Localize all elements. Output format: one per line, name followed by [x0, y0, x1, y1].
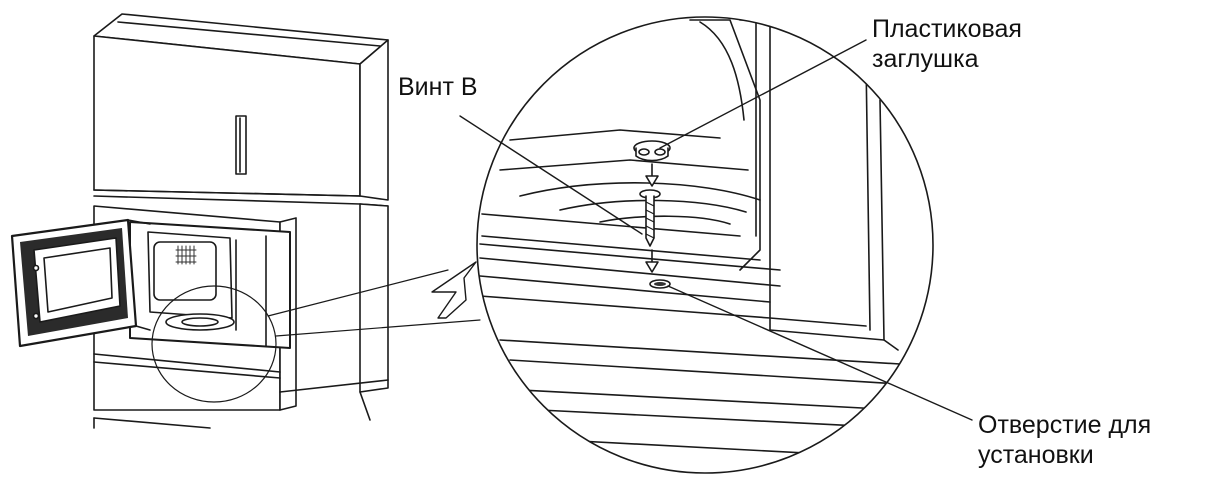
leader-line-plug	[659, 39, 867, 149]
mounting-hole-label: Отверстие для установки	[978, 410, 1151, 470]
leader-line-screw	[459, 115, 643, 235]
mounting-hole-label-line1: Отверстие для	[978, 411, 1152, 439]
plastic-plug-label: Пластиковая заглушка	[872, 14, 1022, 74]
mounting-hole-label-line2: установки	[978, 441, 1094, 469]
screw-b	[639, 189, 661, 247]
plastic-plug	[633, 140, 671, 162]
leader-line-hole	[667, 285, 973, 421]
magnify-arrow-icon	[431, 261, 477, 319]
arrow-down-icon	[645, 249, 659, 273]
screw-b-label: Винт В	[398, 72, 478, 102]
detail-indicator-circle	[151, 285, 277, 403]
plastic-plug-label-line1: Пластиковая	[872, 15, 1022, 43]
kitchen-cabinet	[93, 13, 389, 429]
screw-b-label-text: Винт В	[398, 73, 478, 101]
plastic-plug-label-line2: заглушка	[872, 45, 979, 73]
magnified-detail-view	[476, 16, 934, 474]
microwave-oven	[10, 218, 291, 349]
arrow-down-icon	[645, 163, 659, 187]
